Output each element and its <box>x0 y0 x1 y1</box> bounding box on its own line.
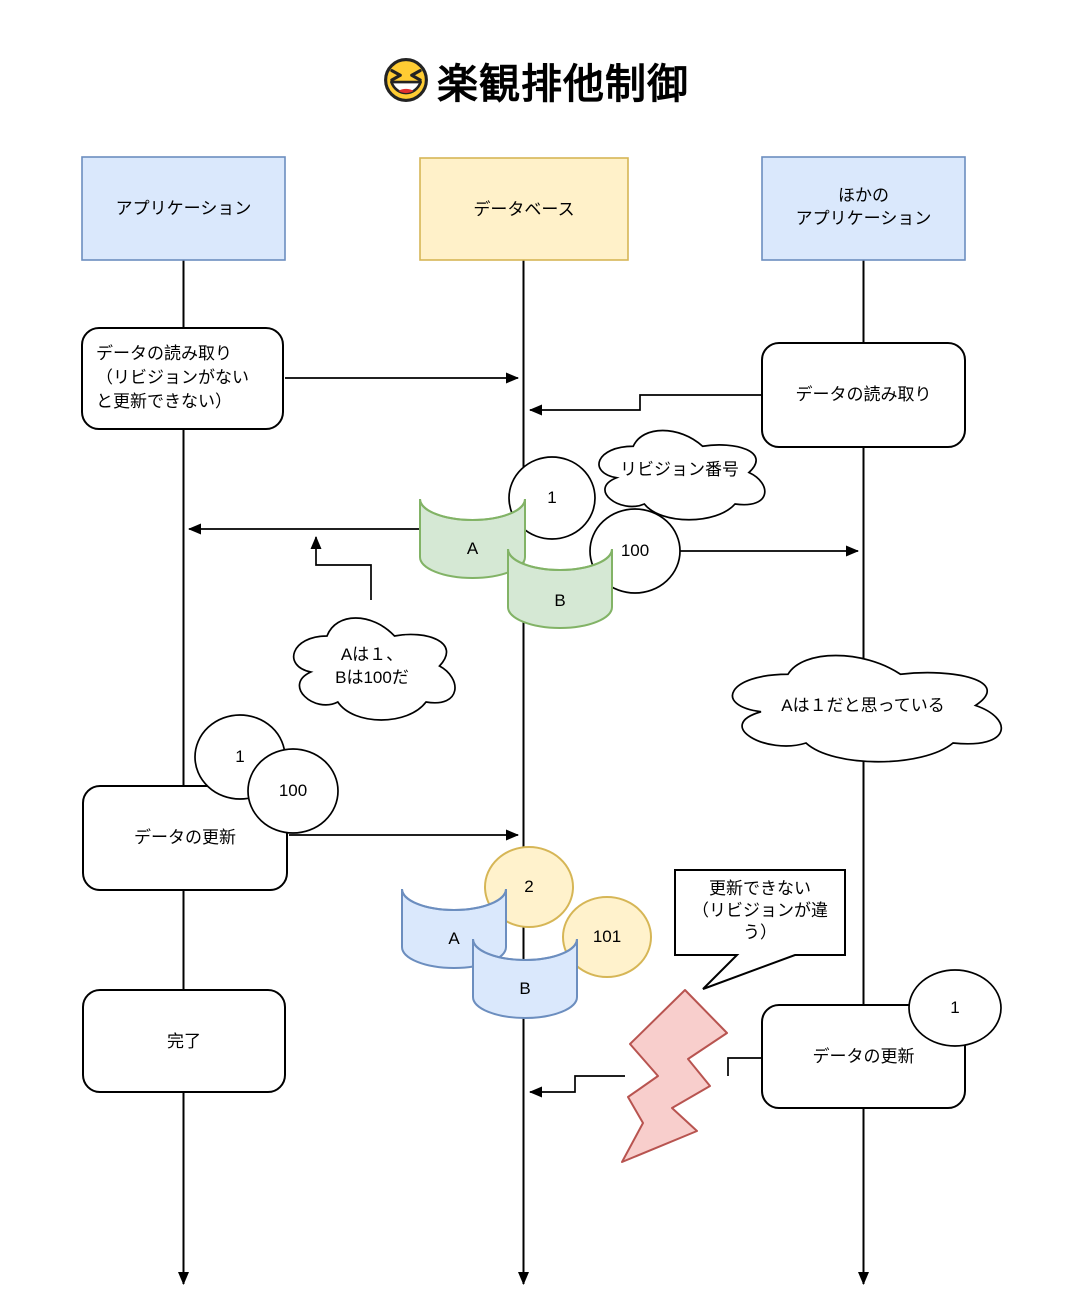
read-left-line1: データの読み取り <box>96 344 232 363</box>
laughing-emoji-icon <box>384 58 428 102</box>
message-box-update-left <box>82 785 288 891</box>
cloud-think-left <box>292 617 456 721</box>
revision-badge-updated-b <box>562 896 652 978</box>
error-line1: 更新できない <box>709 879 811 898</box>
badge-updated-b-value: 101 <box>592 927 622 946</box>
connector-update-right-to-bolt <box>727 1057 762 1076</box>
read-right-label: データの読み取り <box>795 385 932 404</box>
revision-badge-left-b <box>247 748 339 834</box>
cylinder-b-v2-label: B <box>519 979 531 998</box>
cylinder-a-v1-top-edge <box>419 498 526 521</box>
update-right-label: データの更新 <box>812 1047 915 1066</box>
badge-left-a-value: 1 <box>235 747 245 766</box>
actor-label-database: データベース <box>473 200 575 219</box>
read-left-line2: （リビジョンがない <box>96 368 249 387</box>
badge-right-a-value: 1 <box>950 998 960 1017</box>
cloud-think-left-line1: Aは１、 <box>340 645 404 664</box>
cylinder-a-v2-label: A <box>448 929 460 948</box>
error-line3: う） <box>743 923 777 942</box>
badge-updated-a-value: 2 <box>524 877 534 896</box>
callout-cannot-update <box>674 869 846 990</box>
actor-label-other-line1: ほかの <box>838 186 889 205</box>
read-left-line3: と更新できない） <box>96 392 232 411</box>
cloud-think-left-line2: Bは100だ <box>335 668 409 687</box>
badge-initial-a-value: 1 <box>547 488 557 507</box>
cylinder-b-v1-label: B <box>554 591 566 610</box>
message-box-done <box>82 989 286 1093</box>
actor-box-other-application <box>761 156 966 261</box>
message-box-read-right <box>761 342 966 448</box>
message-box-update-right <box>761 1004 966 1109</box>
badge-initial-b-value: 100 <box>620 541 650 560</box>
lightning-bolt-icon <box>621 989 728 1163</box>
diagram-title-text: 楽観排他制御 <box>437 61 689 107</box>
arrow-think-left-pointer <box>310 536 372 600</box>
arrow-update-rejected <box>529 1075 625 1098</box>
cylinder-a-v2-top-edge <box>401 888 507 911</box>
cylinder-a-v1-label: A <box>466 539 479 558</box>
cloud-think-right <box>731 654 1003 763</box>
revision-badge-initial-a <box>508 456 596 540</box>
update-left-label: データの更新 <box>134 828 236 847</box>
actor-box-database <box>419 157 629 261</box>
cylinder-b-v2-top-edge <box>472 938 578 961</box>
cloud-revision-number <box>598 429 766 521</box>
cloud-revision-label: リビジョン番号 <box>620 460 739 479</box>
message-box-read-left <box>81 327 284 430</box>
diagram-title: 楽観排他制御 <box>0 50 1072 110</box>
done-label: 完了 <box>167 1032 201 1051</box>
actor-box-application <box>81 156 286 261</box>
cloud-think-right-label: Aは１だと思っている <box>781 696 945 715</box>
arrow-read-request-other <box>529 394 762 416</box>
error-line2: （リビジョンが違 <box>692 901 828 920</box>
actor-label-application: アプリケーション <box>115 199 252 218</box>
badge-left-b-value: 100 <box>278 781 308 800</box>
cylinder-b-v1-top-edge <box>507 548 613 571</box>
revision-badge-right-a <box>908 969 1002 1047</box>
actor-label-other-line2: アプリケーション <box>795 209 932 228</box>
